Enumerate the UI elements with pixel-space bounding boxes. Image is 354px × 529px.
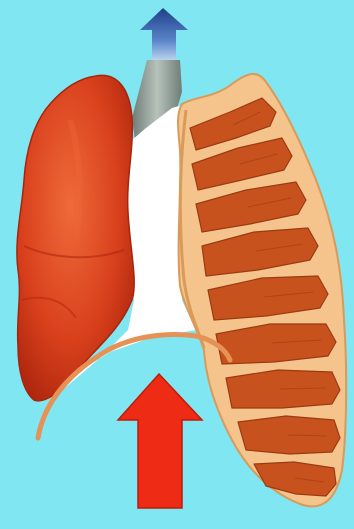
- rib-cage: [178, 74, 346, 506]
- air-out-arrow: [140, 8, 188, 68]
- diaphragm-push-arrow: [118, 374, 202, 508]
- ribs-group: [190, 98, 340, 496]
- arrow-up-icon: [140, 8, 188, 68]
- arrow-up-icon: [118, 374, 202, 508]
- lung: [17, 75, 134, 400]
- rib-muscle-band: [254, 462, 336, 496]
